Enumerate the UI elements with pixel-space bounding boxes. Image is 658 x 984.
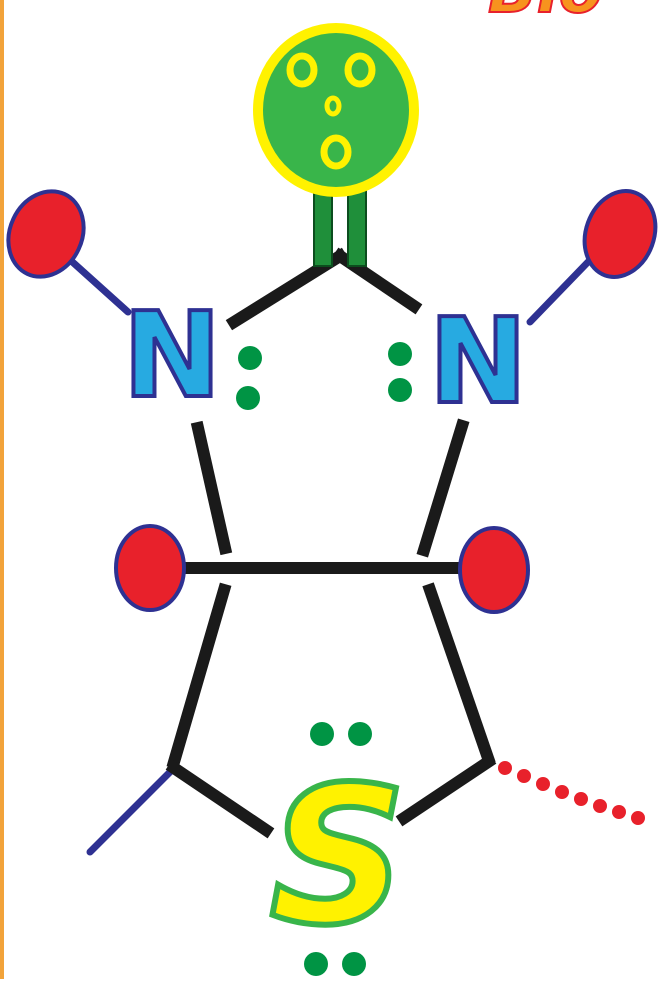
hydrogen-atom-icon — [114, 524, 186, 612]
hydrogen-atom-icon — [582, 189, 658, 279]
bond-c-s-left — [165, 759, 275, 839]
nitrogen-right-label: N — [429, 292, 528, 430]
oxygen-atom-icon — [253, 23, 419, 197]
bond-n-right-c — [416, 418, 470, 558]
hydrogen-atom-icon — [458, 526, 530, 614]
bond-c-s-right — [395, 753, 497, 827]
bond-methyl-left — [86, 766, 176, 856]
bond-c-c-right-down — [422, 582, 496, 766]
bond-n-left-c — [190, 420, 233, 556]
dotted-chain — [498, 761, 645, 825]
bond-h-left-n — [64, 254, 132, 316]
bond-h-right-n — [526, 258, 592, 326]
title-fragment: Bio — [488, 0, 603, 28]
nitrogen-left-label: N — [123, 286, 222, 424]
ring-bonds — [165, 247, 497, 839]
hydrogen-atom-icon — [6, 189, 86, 279]
bond-c-c-left-down — [166, 582, 232, 770]
sulfur-label: S — [270, 746, 407, 967]
lone-pairs — [236, 342, 412, 976]
page-edge — [0, 0, 4, 979]
hydrogen-atoms — [6, 189, 658, 614]
side-bonds — [64, 254, 592, 856]
